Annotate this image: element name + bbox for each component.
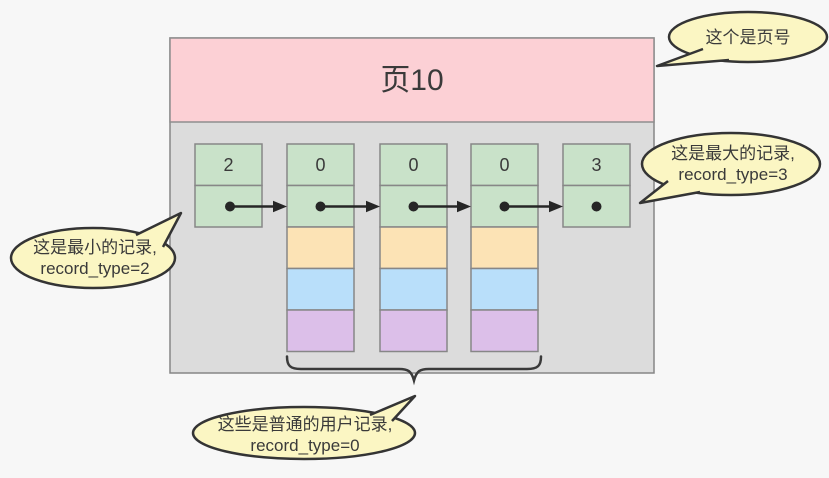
page-header — [169, 37, 655, 123]
pointer-dot — [591, 201, 602, 212]
record-user-2: 0 — [379, 143, 448, 353]
callout-bubble — [667, 10, 829, 64]
callout-text-line1: 这是最大的记录, — [671, 144, 795, 163]
record-data-cell-purple — [470, 309, 539, 353]
record-data-cell-blue — [470, 267, 539, 311]
callout-min-record: 这是最小的记录, record_type=2 — [9, 211, 183, 290]
next-record-arrow — [413, 200, 471, 213]
page-title: 页10 — [380, 64, 443, 97]
record-user-1: 0 — [286, 143, 355, 353]
record-data-cell-blue — [286, 267, 355, 311]
next-record-arrow — [230, 200, 287, 213]
next-record-arrows — [230, 200, 563, 213]
callout-text-line1: 这是最小的记录, — [33, 238, 157, 257]
callout-bubble — [640, 131, 822, 197]
callout-tail — [369, 394, 417, 422]
callout-bubble — [191, 405, 417, 461]
callout-text-line1: 这些是普通的用户记录, — [218, 415, 393, 434]
record-max: 3 — [562, 143, 631, 228]
user-records-brace — [285, 355, 543, 386]
callout-user-records: 这些是普通的用户记录, record_type=0 — [191, 394, 417, 461]
record-data-cell-orange — [286, 226, 355, 270]
next-record-arrow — [504, 200, 563, 213]
callout-max-record: 这是最大的记录, record_type=3 — [638, 131, 822, 205]
record-type-cell — [562, 143, 631, 187]
record-type-value: 0 — [315, 155, 325, 175]
record-type-cell — [470, 143, 539, 187]
next-record-arrow — [320, 200, 380, 213]
record-type-value: 0 — [499, 155, 509, 175]
callout-bubble — [9, 226, 177, 290]
record-data-cell-orange — [379, 226, 448, 270]
callout-tail — [655, 47, 730, 68]
callout-tail — [638, 180, 701, 205]
record-type-value: 0 — [408, 155, 418, 175]
callout-tail — [135, 211, 183, 248]
callout-text-line2: record_type=2 — [40, 259, 149, 278]
record-type-value: 3 — [591, 155, 601, 175]
callout-text-line2: record_type=0 — [250, 436, 359, 455]
record-data-cell-blue — [379, 267, 448, 311]
callout-text-line2: record_type=3 — [678, 165, 787, 184]
callout-page-number: 这个是页号 — [655, 10, 829, 68]
callout-text: 这个是页号 — [706, 28, 791, 47]
record-user-3: 0 — [470, 143, 539, 353]
record-data-cell-purple — [286, 309, 355, 353]
record-min: 2 — [194, 143, 263, 228]
record-data-cell-orange — [470, 226, 539, 270]
record-type-value: 2 — [223, 155, 233, 175]
record-data-cell-purple — [379, 309, 448, 353]
